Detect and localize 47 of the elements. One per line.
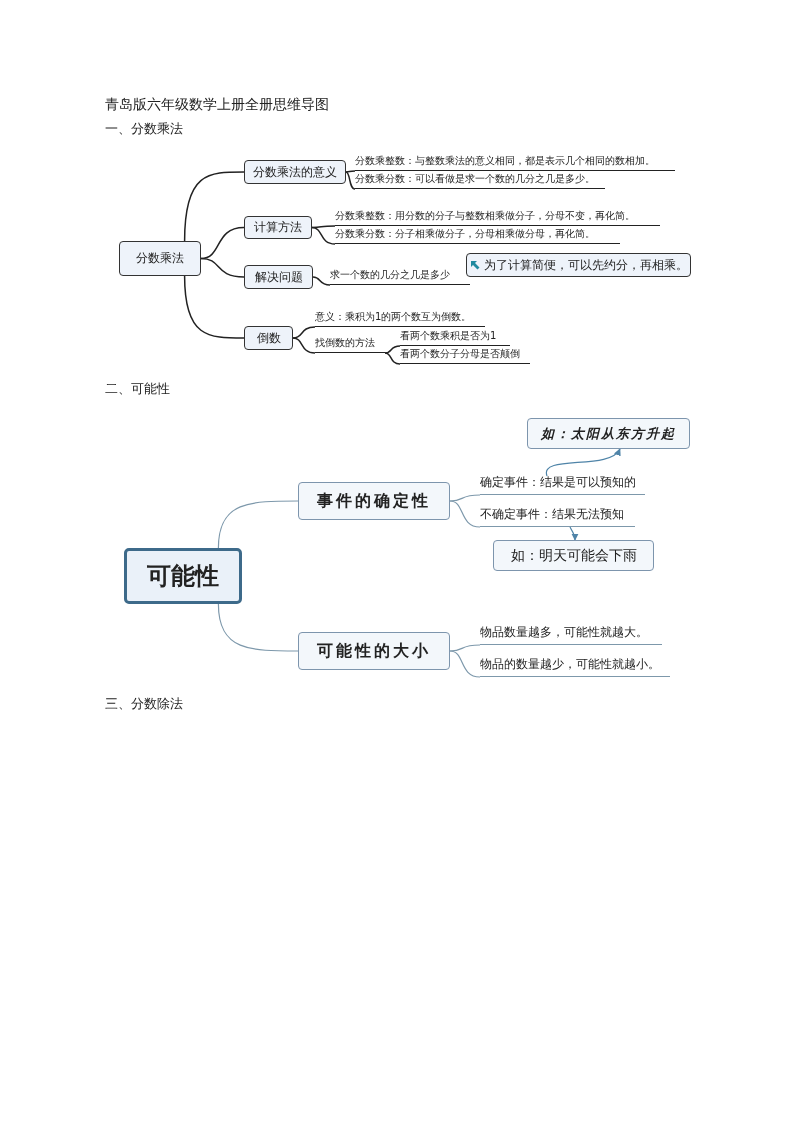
branch-line: [449, 650, 481, 678]
branch-line: [384, 345, 401, 354]
branch-line: [312, 276, 331, 286]
topic-box: 分数乘法的意义: [244, 160, 346, 184]
branch-text: 物品的数量越少，可能性就越小。: [480, 658, 670, 677]
example-box: 如：太阳从东方升起: [527, 418, 690, 449]
example-box: 如：明天可能会下雨: [493, 540, 654, 571]
branch-line: [449, 644, 481, 652]
branch-text: 看两个数分子分母是否颠倒: [400, 348, 530, 364]
branch-line: [217, 603, 299, 652]
branch-line: [345, 171, 356, 190]
arrow: [545, 448, 621, 477]
branch-line: [345, 170, 356, 173]
note-text: 为了计算简便，可以先约分，再相乘。: [483, 256, 688, 274]
branch-text: 意义：乘积为1的两个数互为倒数。: [315, 311, 485, 327]
topic-box: 计算方法: [244, 216, 312, 239]
branch-line: [384, 352, 401, 365]
branch-line: [183, 275, 245, 339]
arrow: [569, 526, 579, 541]
section-heading: 二、可能性: [105, 380, 170, 398]
branch-text: 物品数量越多，可能性就越大。: [480, 626, 662, 645]
branch-text: 确定事件：结果是可以预知的: [480, 476, 645, 495]
note-box: [466, 253, 691, 277]
branch-text: 找倒数的方法: [315, 337, 385, 353]
section-heading: 三、分数除法: [105, 695, 183, 713]
topic-box: 分数乘法: [119, 241, 201, 276]
branch-text: 看两个数乘积是否为1: [400, 330, 510, 346]
branch-text: 不确定事件：结果无法预知: [480, 508, 635, 527]
topic-box: 倒数: [244, 326, 293, 350]
branch-line: [200, 257, 245, 278]
branch-text: 分数乘整数：用分数的分子与整数相乘做分子，分母不变，再化简。: [335, 210, 660, 226]
branch-line: [292, 326, 316, 339]
section-heading: 一、分数乘法: [105, 120, 183, 138]
branch-text: 分数乘分数：可以看做是求一个数的几分之几是多少。: [355, 173, 605, 189]
branch-text: 分数乘分数：分子相乘做分子，分母相乘做分母，再化简。: [335, 228, 620, 244]
branch-line: [292, 337, 316, 354]
branch-line: [183, 171, 245, 242]
topic-box: 可能性的大小: [298, 632, 450, 670]
page-title: 青岛版六年级数学上册全册思维导图: [105, 96, 329, 114]
branch-line: [217, 500, 299, 549]
topic-box: 事件的确定性: [298, 482, 450, 520]
branch-line: [449, 500, 481, 528]
topic-box: 解决问题: [244, 265, 313, 289]
branch-line: [311, 226, 336, 245]
central-topic-box: 可能性: [124, 548, 242, 604]
branch-text: 分数乘整数：与整数乘法的意义相同，都是表示几个相同的数相加。: [355, 154, 675, 171]
branch-line: [449, 494, 481, 502]
